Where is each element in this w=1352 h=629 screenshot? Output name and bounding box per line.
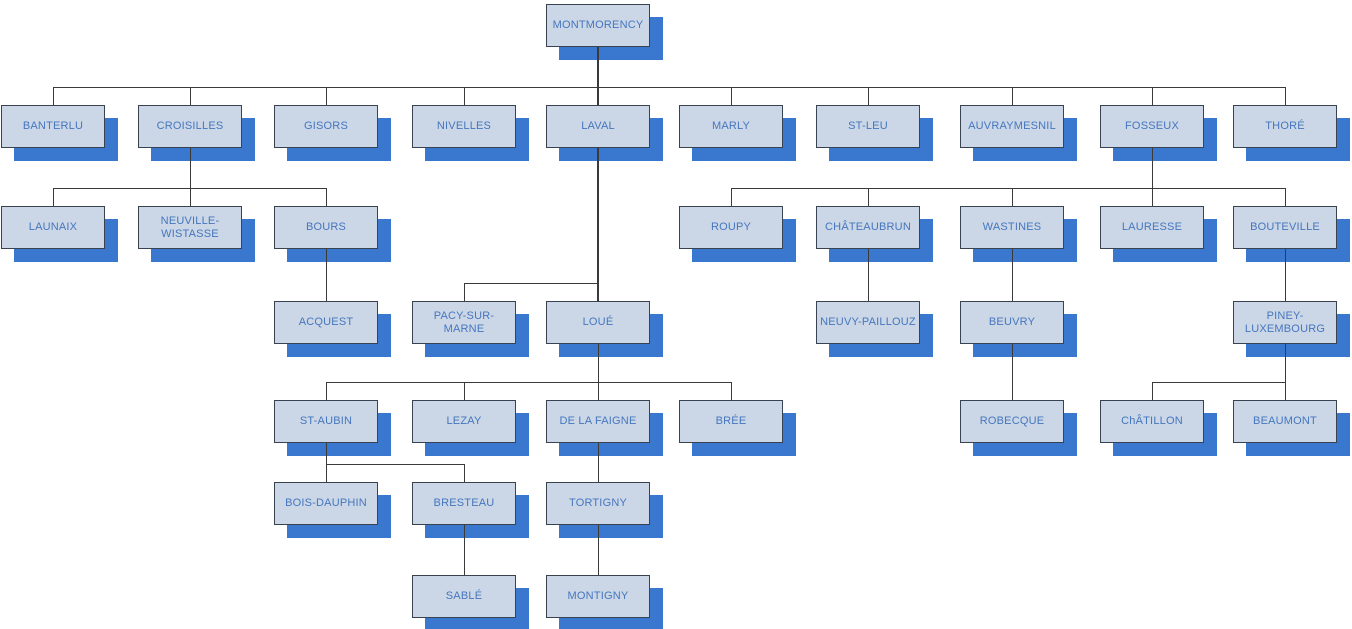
org-node-st-leu[interactable]: ST-LEU <box>816 105 920 148</box>
org-node-montigny[interactable]: MONTIGNY <box>546 575 650 618</box>
org-node-fosseux[interactable]: FOSSEUX <box>1100 105 1204 148</box>
org-node-bree[interactable]: BRÉE <box>679 400 783 443</box>
org-node-bois-dauphin[interactable]: BOIS-DAUPHIN <box>274 482 378 525</box>
org-node-bresteau[interactable]: BRESTEAU <box>412 482 516 525</box>
org-node-neuville-wistasse[interactable]: NEUVILLE-WISTASSE <box>138 206 242 249</box>
org-node-nivelles[interactable]: NIVELLES <box>412 105 516 148</box>
org-node-marly[interactable]: MARLY <box>679 105 783 148</box>
org-node-robecque[interactable]: ROBECQUE <box>960 400 1064 443</box>
org-node-thore[interactable]: THORÉ <box>1233 105 1337 148</box>
org-node-st-aubin[interactable]: ST-AUBIN <box>274 400 378 443</box>
org-node-auvraymesnil[interactable]: AUVRAYMESNIL <box>960 105 1064 148</box>
org-node-gisors[interactable]: GISORS <box>274 105 378 148</box>
org-node-piney-luxembourg[interactable]: PINEY-LUXEMBOURG <box>1233 301 1337 344</box>
org-node-neuvy-paillouz[interactable]: NEUVY-PAILLOUZ <box>816 301 920 344</box>
org-node-lauresse[interactable]: LAURESSE <box>1100 206 1204 249</box>
org-node-de-la-faigne[interactable]: DE LA FAIGNE <box>546 400 650 443</box>
org-node-lezay[interactable]: LEZAY <box>412 400 516 443</box>
org-node-pacy-sur-marne[interactable]: PACY-SUR-MARNE <box>412 301 516 344</box>
org-node-bouteville[interactable]: BOUTEVILLE <box>1233 206 1337 249</box>
org-node-tortigny[interactable]: TORTIGNY <box>546 482 650 525</box>
org-node-acquest[interactable]: ACQUEST <box>274 301 378 344</box>
org-node-croisilles[interactable]: CROISILLES <box>138 105 242 148</box>
org-node-chatillon[interactable]: ChÂTILLON <box>1100 400 1204 443</box>
org-node-launaix[interactable]: LAUNAIX <box>1 206 105 249</box>
org-node-roupy[interactable]: ROUPY <box>679 206 783 249</box>
org-node-loue[interactable]: LOUÉ <box>546 301 650 344</box>
org-node-chateaubrun[interactable]: CHÂTEAUBRUN <box>816 206 920 249</box>
org-node-beuvry[interactable]: BEUVRY <box>960 301 1064 344</box>
org-node-laval[interactable]: LAVAL <box>546 105 650 148</box>
org-node-beaumont[interactable]: BEAUMONT <box>1233 400 1337 443</box>
org-node-wastines[interactable]: WASTINES <box>960 206 1064 249</box>
org-node-bours[interactable]: BOURS <box>274 206 378 249</box>
org-node-banterlu[interactable]: BANTERLU <box>1 105 105 148</box>
org-node-montmorency[interactable]: MONTMORENCY <box>546 4 650 47</box>
org-node-sable[interactable]: SABLÉ <box>412 575 516 618</box>
